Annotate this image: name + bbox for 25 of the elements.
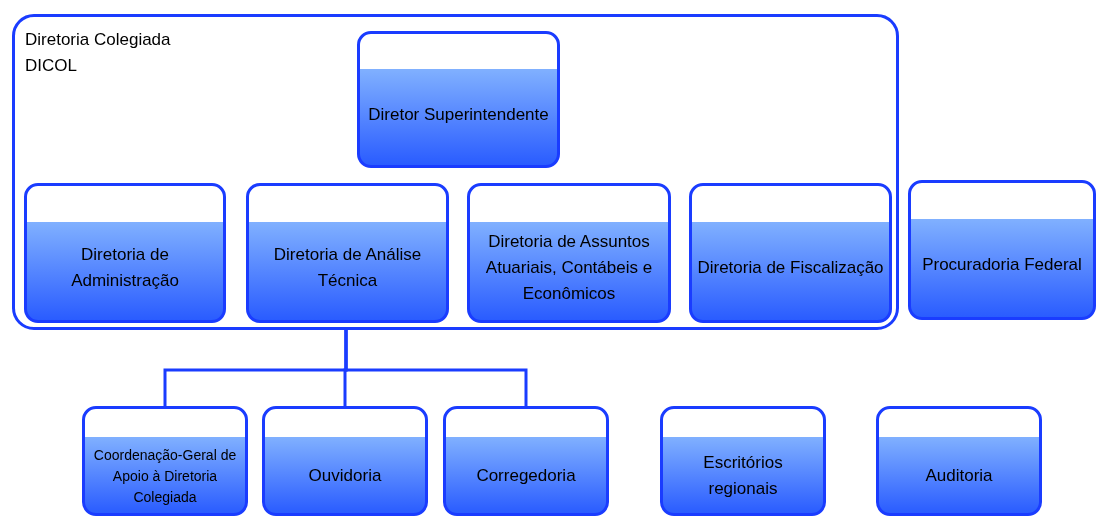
unit-box — [24, 183, 226, 323]
connector-line — [344, 330, 528, 406]
unit-name: Diretoria de Assuntos Atuariais, Contábeis e Econômicos — [484, 231, 654, 305]
unit-name: Auditoria — [925, 465, 993, 487]
unit-box — [246, 183, 449, 323]
group-frame — [12, 14, 899, 330]
group-title: Diretoria Colegiada DICOL — [25, 29, 172, 77]
unit-name: Coordenação-Geral de Apoio à Diretoria Colegiada — [92, 445, 238, 507]
unit-box — [82, 406, 248, 516]
unit-name: Diretor Superintendente — [368, 103, 549, 126]
unit-box — [660, 406, 826, 516]
unit-box — [689, 183, 892, 323]
unit-box — [908, 180, 1096, 320]
unit-box — [443, 406, 609, 516]
unit-name: Diretoria de Análise Técnica — [272, 244, 423, 292]
unit-name: Corregedoria — [476, 465, 576, 487]
unit-box — [467, 183, 671, 323]
unit-box — [357, 31, 560, 168]
unit-name: Ouvidoria — [308, 465, 382, 487]
unit-name: Procuradoria Federal — [922, 254, 1082, 276]
unit-name: Diretoria de Fiscalização — [697, 257, 884, 279]
unit-name: Escritórios regionais — [702, 452, 784, 500]
unit-box — [876, 406, 1042, 516]
unit-name: Diretoria de Administração — [70, 244, 180, 292]
unit-box — [262, 406, 428, 516]
